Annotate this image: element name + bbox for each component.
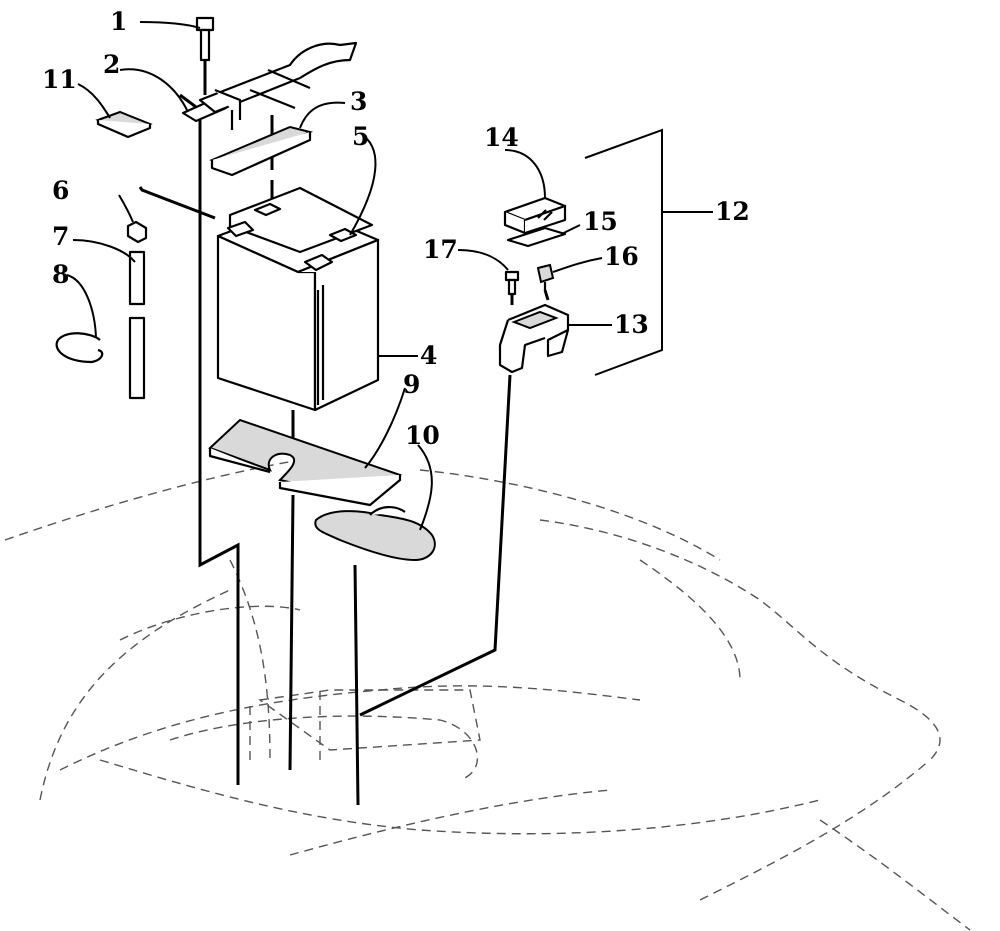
callout-13: 13 [614, 310, 649, 339]
callout-8: 8 [52, 260, 69, 289]
fuse-group-bracket [584, 128, 663, 376]
fuse-label-part [506, 226, 567, 248]
vehicle-body-outline [4, 454, 971, 931]
boot-cover-part [314, 506, 436, 562]
leader-lines [66, 21, 713, 531]
fuse-holder-part [498, 303, 570, 374]
pad-part-11 [95, 110, 153, 139]
callout-17: 17 [423, 235, 458, 264]
screw-part [504, 270, 520, 296]
callout-3: 3 [350, 87, 367, 116]
callout-9: 9 [403, 370, 420, 399]
vent-fitting-part [126, 220, 148, 244]
callout-16: 16 [604, 242, 639, 271]
callout-6: 6 [52, 176, 69, 205]
callout-7: 7 [52, 222, 69, 251]
fuse-part [503, 196, 567, 235]
tray-pad-part [208, 418, 403, 507]
callout-15: 15 [583, 207, 618, 236]
callout-2: 2 [103, 50, 120, 79]
callout-4: 4 [420, 341, 437, 370]
top-pad-part [209, 125, 314, 177]
callout-10: 10 [405, 421, 440, 450]
callout-12: 12 [715, 197, 750, 226]
callout-14: 14 [484, 123, 519, 152]
terminal-clip-part [536, 263, 555, 290]
bolt-part [195, 16, 215, 62]
clamp-part [55, 332, 104, 364]
battery-part [216, 186, 380, 412]
callout-5: 5 [352, 122, 369, 151]
hold-down-strap-part [181, 41, 358, 130]
vent-tube-part [128, 250, 146, 400]
callout-1: 1 [110, 7, 127, 36]
callout-labels: 1 2 3 4 5 6 7 8 9 10 11 12 13 14 15 16 1… [42, 7, 750, 450]
callout-11: 11 [42, 65, 77, 94]
assembly-lines [138, 60, 550, 806]
